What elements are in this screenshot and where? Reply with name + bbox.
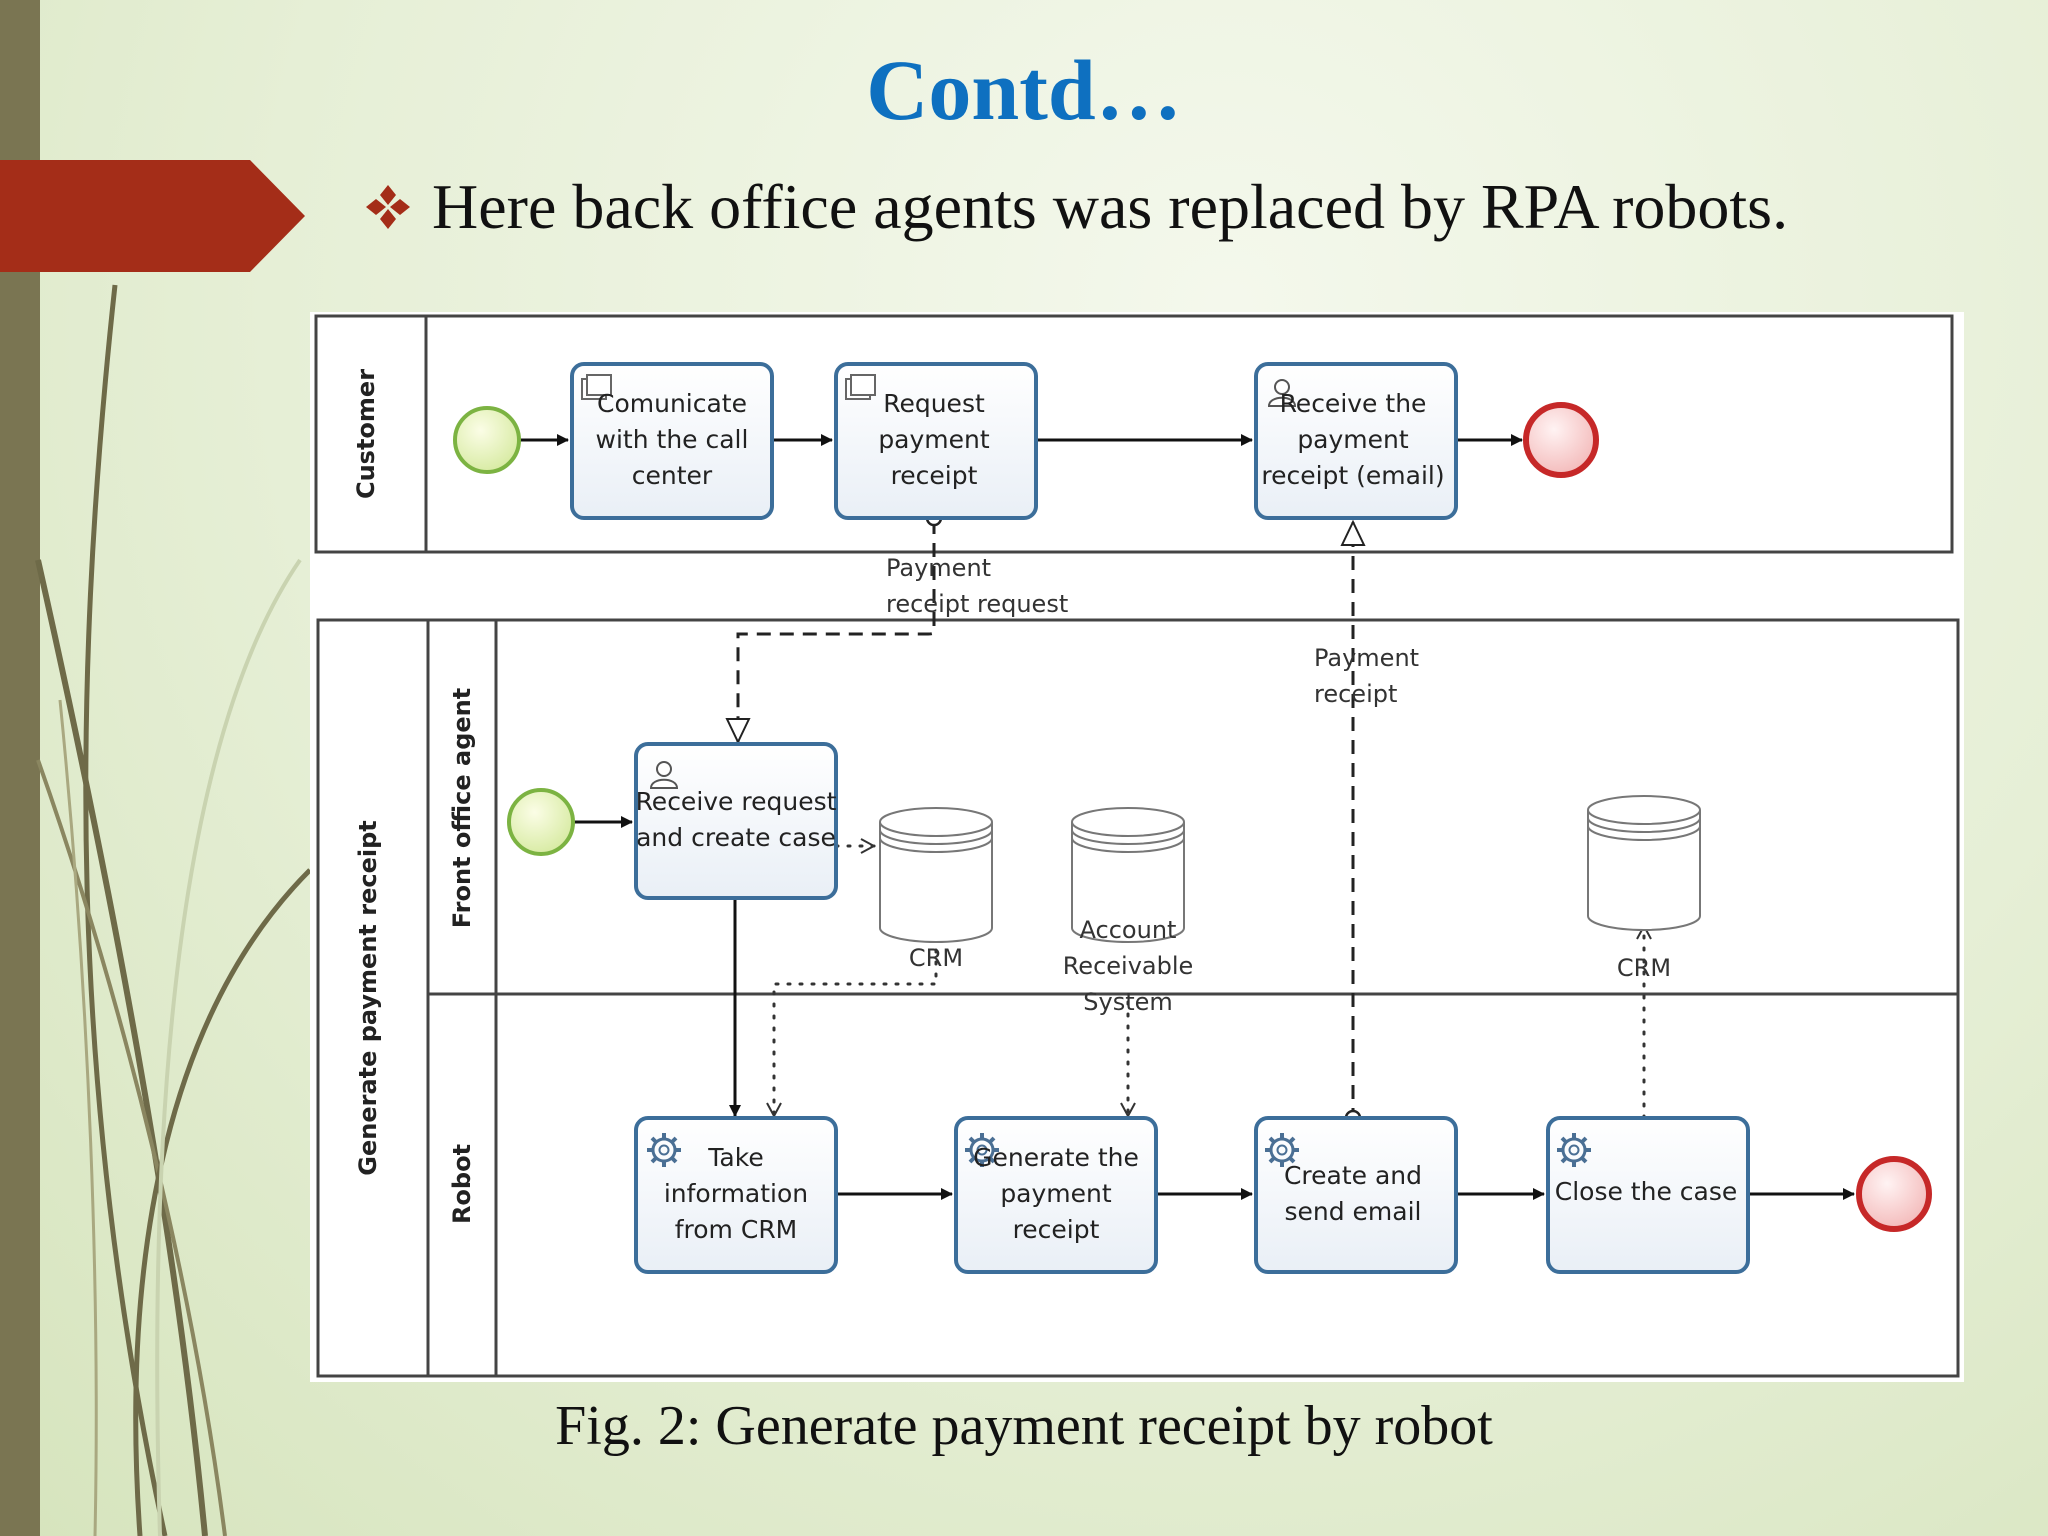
task-label-line: Take [707, 1143, 763, 1172]
task-label-line: from CRM [675, 1215, 798, 1244]
customer-pool-label: Customer [352, 369, 380, 499]
data-store-crm-robot: CRM [1587, 795, 1701, 982]
data-associations [774, 846, 1644, 1120]
task-receive-request-create-case: Receive request and create case [634, 742, 838, 900]
message-label-line: Payment [886, 554, 991, 582]
red-arrow-tab [0, 160, 305, 272]
message-label-line: receipt [1314, 680, 1397, 708]
task-label-line: Comunicate [597, 389, 747, 418]
task-label-line: and create case [636, 823, 836, 852]
task-label-line: send email [1284, 1197, 1421, 1226]
end-event-customer [1523, 402, 1599, 478]
sequence-flows [520, 434, 1855, 1200]
customer-pool: Customer [314, 314, 1954, 554]
task-close-the-case: Close the case [1546, 1116, 1750, 1274]
decorative-grass-lines [35, 284, 312, 1536]
diamond-bullet-icon [366, 185, 410, 230]
task-generate-payment-receipt: Generate the payment receipt [954, 1116, 1158, 1274]
task-request-payment-receipt: Request payment receipt [834, 362, 1038, 520]
task-label-line: Request [883, 389, 985, 418]
message-label-payment-receipt-request: Payment receipt request [886, 554, 1068, 618]
task-label-line: payment [878, 425, 990, 454]
data-store-crm-front-office: CRM [879, 807, 993, 972]
bullet-text: Here back office agents was replaced by … [432, 171, 1789, 242]
end-event-robot [1856, 1156, 1932, 1232]
process-pool-label: Generate payment receipt [354, 820, 382, 1175]
task-receive-payment-receipt-email: Receive the payment receipt (email) [1254, 362, 1458, 520]
robot-lane-label: Robot [448, 1144, 476, 1224]
data-store-label: System [1083, 988, 1173, 1016]
task-label-line: payment [1297, 425, 1409, 454]
task-label-line: with the call [596, 425, 749, 454]
data-store-account-receivable: Account Receivable System [1063, 807, 1194, 1016]
message-label-line: receipt request [886, 590, 1068, 618]
task-label-line: payment [1000, 1179, 1112, 1208]
bpmn-diagram: Customer Generate payment receipt Front … [310, 312, 1964, 1382]
database-icon [1587, 795, 1701, 931]
task-label-line: receipt (email) [1261, 461, 1444, 490]
data-store-label: Account [1080, 916, 1177, 944]
data-store-label: CRM [1617, 954, 1671, 982]
message-flows [738, 520, 1353, 1122]
start-event-front-office [507, 788, 575, 856]
data-store-label: Receivable [1063, 952, 1194, 980]
task-communicate-call-center: Comunicate with the call center [570, 362, 774, 520]
task-label-line: Generate the [973, 1143, 1139, 1172]
task-take-information-from-crm: Take information from CRM [634, 1116, 838, 1274]
manual-task-icon [845, 374, 876, 400]
data-store-label: CRM [909, 944, 963, 972]
slide-title: Contd… [866, 42, 1182, 138]
task-create-and-send-email: Create and send email [1254, 1116, 1458, 1274]
task-label-line: center [632, 461, 713, 490]
task-label-line: Create and [1284, 1161, 1422, 1190]
bullet-point: Here back office agents was replaced by … [362, 170, 1788, 244]
database-icon [879, 807, 993, 943]
figure-caption: Fig. 2: Generate payment receipt by robo… [555, 1395, 1493, 1457]
message-label-line: Payment [1314, 644, 1419, 672]
task-label-line: Receive the [1280, 389, 1427, 418]
task-label-line: Receive request [636, 787, 837, 816]
task-label-line: receipt [891, 461, 978, 490]
task-label-line: information [664, 1179, 808, 1208]
task-label-line: receipt [1013, 1215, 1100, 1244]
message-label-payment-receipt: Payment receipt [1314, 644, 1419, 708]
front-office-lane-label: Front office agent [448, 688, 476, 928]
task-label-line: Close the case [1555, 1177, 1738, 1206]
process-pool: Generate payment receipt Front office ag… [316, 618, 1960, 1378]
start-event-customer [453, 406, 521, 474]
